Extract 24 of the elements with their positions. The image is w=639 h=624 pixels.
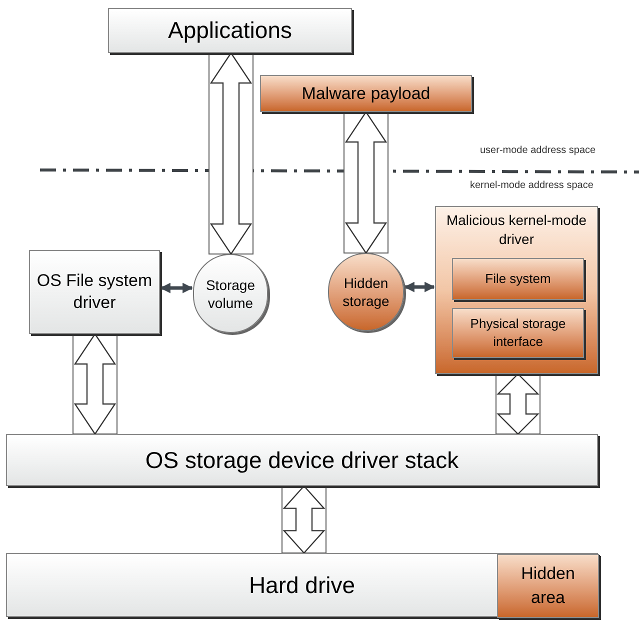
double-arrow bbox=[404, 282, 436, 292]
node-label: Applications bbox=[166, 16, 294, 46]
node-label: Hidden storage bbox=[342, 274, 390, 310]
process-box bbox=[260, 75, 472, 112]
process-box bbox=[6, 434, 598, 486]
node-label: Hard drive bbox=[248, 570, 356, 600]
storage-bar bbox=[6, 553, 598, 617]
zone-label: kernel-mode address space bbox=[470, 179, 594, 193]
node-label: Hidden area bbox=[520, 563, 576, 609]
double-arrow bbox=[160, 282, 194, 294]
node-label: Physical storage interface bbox=[469, 315, 567, 351]
node-label: OS storage device driver stack bbox=[144, 446, 460, 475]
node-label: Malware payload bbox=[300, 82, 432, 105]
process-box bbox=[452, 308, 584, 358]
hidden-area-box bbox=[497, 554, 599, 618]
driver-container bbox=[435, 206, 598, 374]
zone-label: user-mode address space bbox=[480, 144, 596, 158]
node-label: Storage volume bbox=[204, 276, 256, 312]
process-box bbox=[452, 258, 584, 300]
process-box bbox=[108, 8, 352, 53]
node-label: Malicious kernel-mode driver bbox=[445, 211, 588, 249]
process-box bbox=[29, 250, 160, 334]
node-label: OS File system driver bbox=[36, 270, 154, 314]
node-label: File system bbox=[484, 270, 552, 288]
